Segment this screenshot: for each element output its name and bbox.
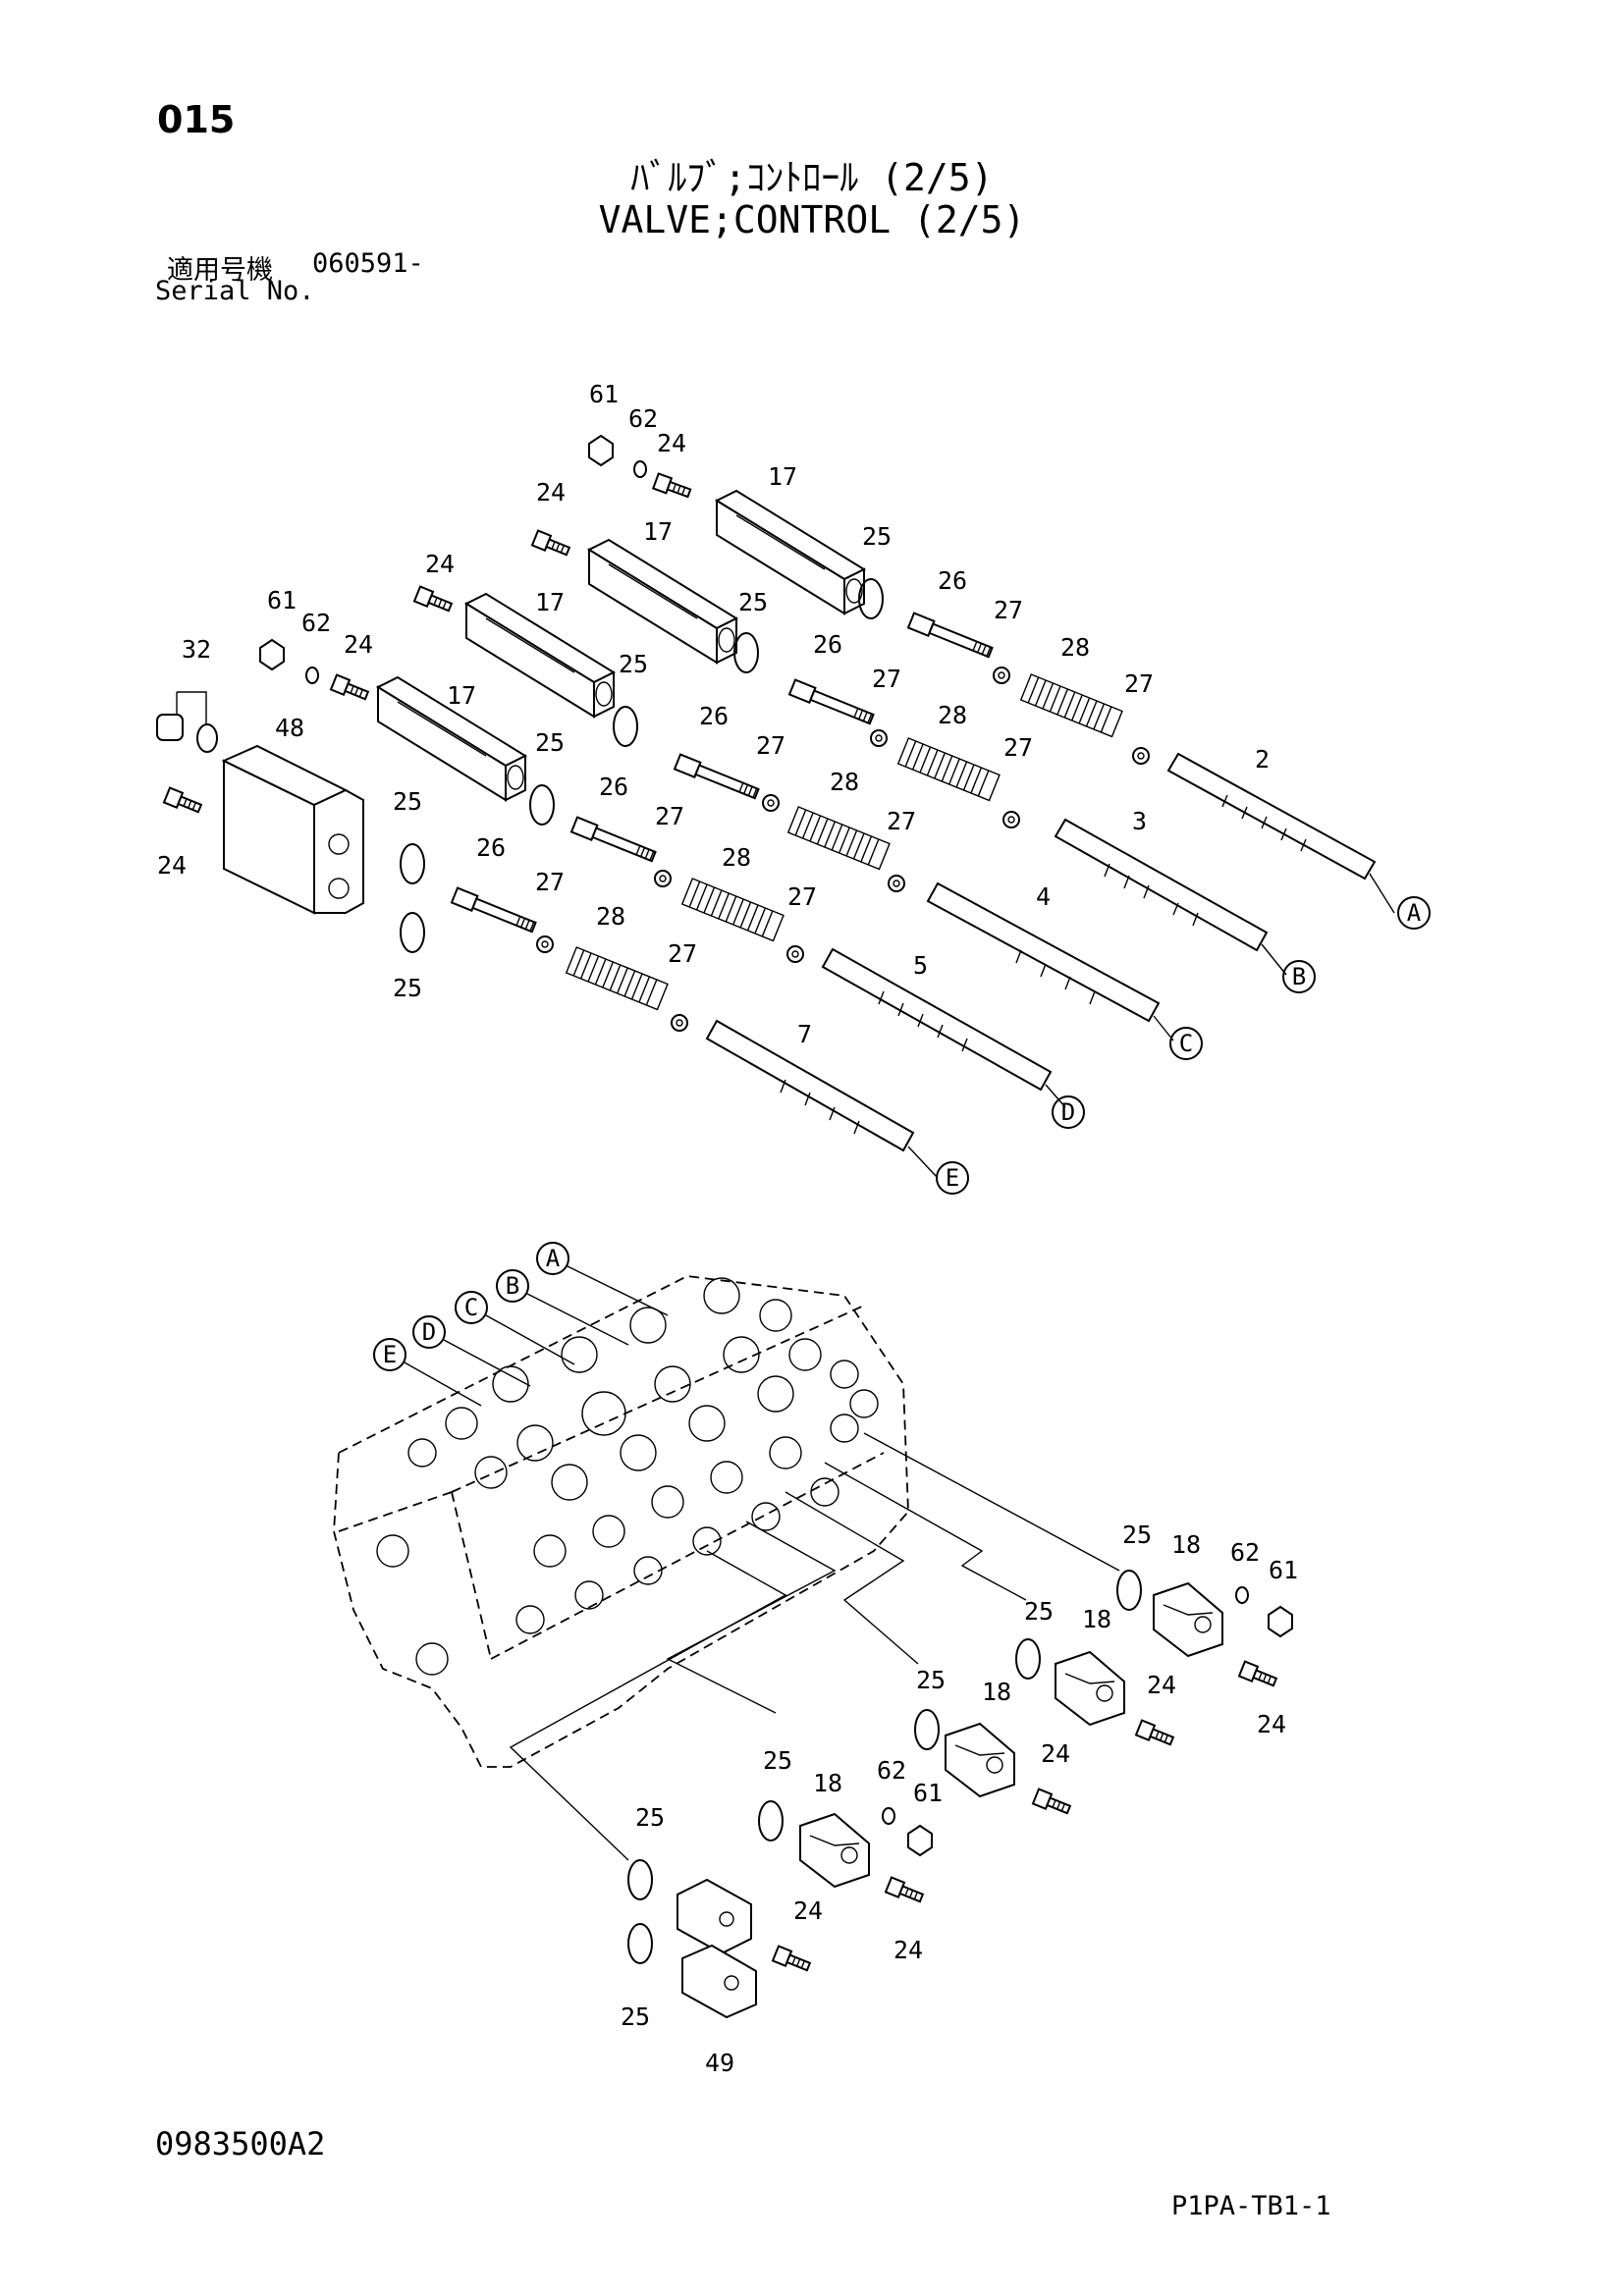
callout-17: 17: [535, 588, 565, 616]
callout-18: 18: [982, 1678, 1011, 1706]
callout-7: 7: [797, 1020, 812, 1048]
callout-62: 62: [1230, 1538, 1260, 1567]
callout-27: 27: [756, 731, 785, 760]
callout-24: 24: [425, 550, 455, 578]
callout-62: 62: [877, 1756, 906, 1785]
page-number: 015: [157, 98, 236, 141]
callout-28: 28: [722, 843, 751, 872]
callout-25: 25: [621, 2002, 650, 2031]
serial-label-english: Serial No.: [155, 276, 315, 306]
callout-49: 49: [705, 2049, 734, 2077]
callout-61: 61: [913, 1779, 943, 1807]
callout-32: 32: [182, 635, 211, 664]
callout-2: 2: [1255, 745, 1270, 774]
part-49: [677, 1878, 757, 2019]
title-japanese: ﾊﾞﾙﾌﾞ;ｺﾝﾄﾛｰﾙ (2/5): [630, 156, 994, 199]
spool-marker-a-lower: A: [546, 1245, 561, 1272]
serial-number-value: 060591-: [312, 248, 424, 279]
callout-3: 3: [1132, 807, 1147, 835]
callout-25: 25: [635, 1803, 665, 1832]
reference-code: P1PA-TB1-1: [1171, 2191, 1331, 2221]
callout-5: 5: [913, 951, 928, 980]
callout-62: 62: [628, 404, 658, 433]
spool-marker-d-lower: D: [422, 1318, 436, 1346]
callout-27: 27: [994, 596, 1023, 624]
callout-61: 61: [267, 586, 297, 614]
callout-25: 25: [916, 1666, 946, 1694]
callout-61: 61: [589, 380, 619, 408]
spool-5: [821, 947, 1053, 1092]
callout-26: 26: [476, 833, 506, 862]
callout-25: 25: [393, 787, 422, 816]
callout-27: 27: [872, 665, 901, 693]
spool-marker-d: D: [1061, 1098, 1075, 1126]
callout-26: 26: [813, 630, 842, 659]
callout-24: 24: [157, 851, 187, 880]
callout-18: 18: [1082, 1605, 1111, 1633]
callout-17: 17: [643, 517, 673, 546]
spool-marker-c-lower: C: [464, 1294, 478, 1321]
callout-18: 18: [813, 1769, 842, 1797]
callout-24: 24: [1147, 1671, 1176, 1699]
callout-24: 24: [1257, 1710, 1286, 1738]
valve-body: [333, 1275, 909, 1768]
spool-marker-c: C: [1179, 1030, 1193, 1057]
callout-17: 17: [447, 681, 476, 710]
callout-24: 24: [1041, 1739, 1070, 1768]
callout-27: 27: [1003, 733, 1033, 762]
callout-27: 27: [668, 939, 697, 968]
callout-27: 27: [787, 882, 817, 911]
spool-4: [926, 881, 1161, 1023]
callout-28: 28: [830, 768, 859, 796]
callout-24: 24: [793, 1896, 823, 1925]
callout-24: 24: [536, 478, 566, 507]
callout-27: 27: [1124, 669, 1154, 698]
callout-17: 17: [768, 462, 797, 491]
callout-25: 25: [535, 728, 565, 757]
callout-27: 27: [655, 802, 684, 830]
spool-2: [1166, 752, 1377, 881]
callout-26: 26: [599, 773, 628, 801]
spool-marker-e-lower: E: [383, 1341, 397, 1368]
callout-24: 24: [893, 1936, 923, 1964]
callout-28: 28: [596, 902, 625, 931]
spool-3: [1054, 818, 1269, 952]
callout-28: 28: [938, 701, 967, 729]
callout-24: 24: [344, 630, 373, 659]
callout-27: 27: [887, 807, 916, 835]
callout-4: 4: [1036, 882, 1051, 911]
callout-25: 25: [738, 588, 768, 616]
callout-26: 26: [699, 702, 729, 730]
title-english: VALVE;CONTROL (2/5): [598, 198, 1026, 241]
callout-25: 25: [393, 974, 422, 1002]
spool-7: [705, 1019, 915, 1152]
document-code: 0983500A2: [155, 2125, 326, 2163]
callout-27: 27: [535, 868, 565, 896]
callout-62: 62: [301, 609, 331, 637]
spool-marker-b-lower: B: [506, 1272, 519, 1300]
callout-25: 25: [862, 522, 892, 551]
spool-marker-e: E: [946, 1164, 959, 1192]
serial-label-japanese: 適用号機: [167, 255, 273, 286]
callout-24: 24: [657, 429, 686, 457]
spool-marker-b: B: [1292, 963, 1306, 990]
callout-25: 25: [619, 650, 648, 678]
spool-marker-a: A: [1407, 899, 1422, 927]
callout-48: 48: [275, 714, 304, 742]
callout-26: 26: [938, 566, 967, 595]
callout-25: 25: [1122, 1521, 1152, 1549]
callout-25: 25: [763, 1746, 792, 1775]
callout-61: 61: [1269, 1556, 1298, 1584]
callout-28: 28: [1060, 633, 1090, 662]
callout-25: 25: [1024, 1597, 1054, 1626]
callout-18: 18: [1171, 1530, 1201, 1559]
